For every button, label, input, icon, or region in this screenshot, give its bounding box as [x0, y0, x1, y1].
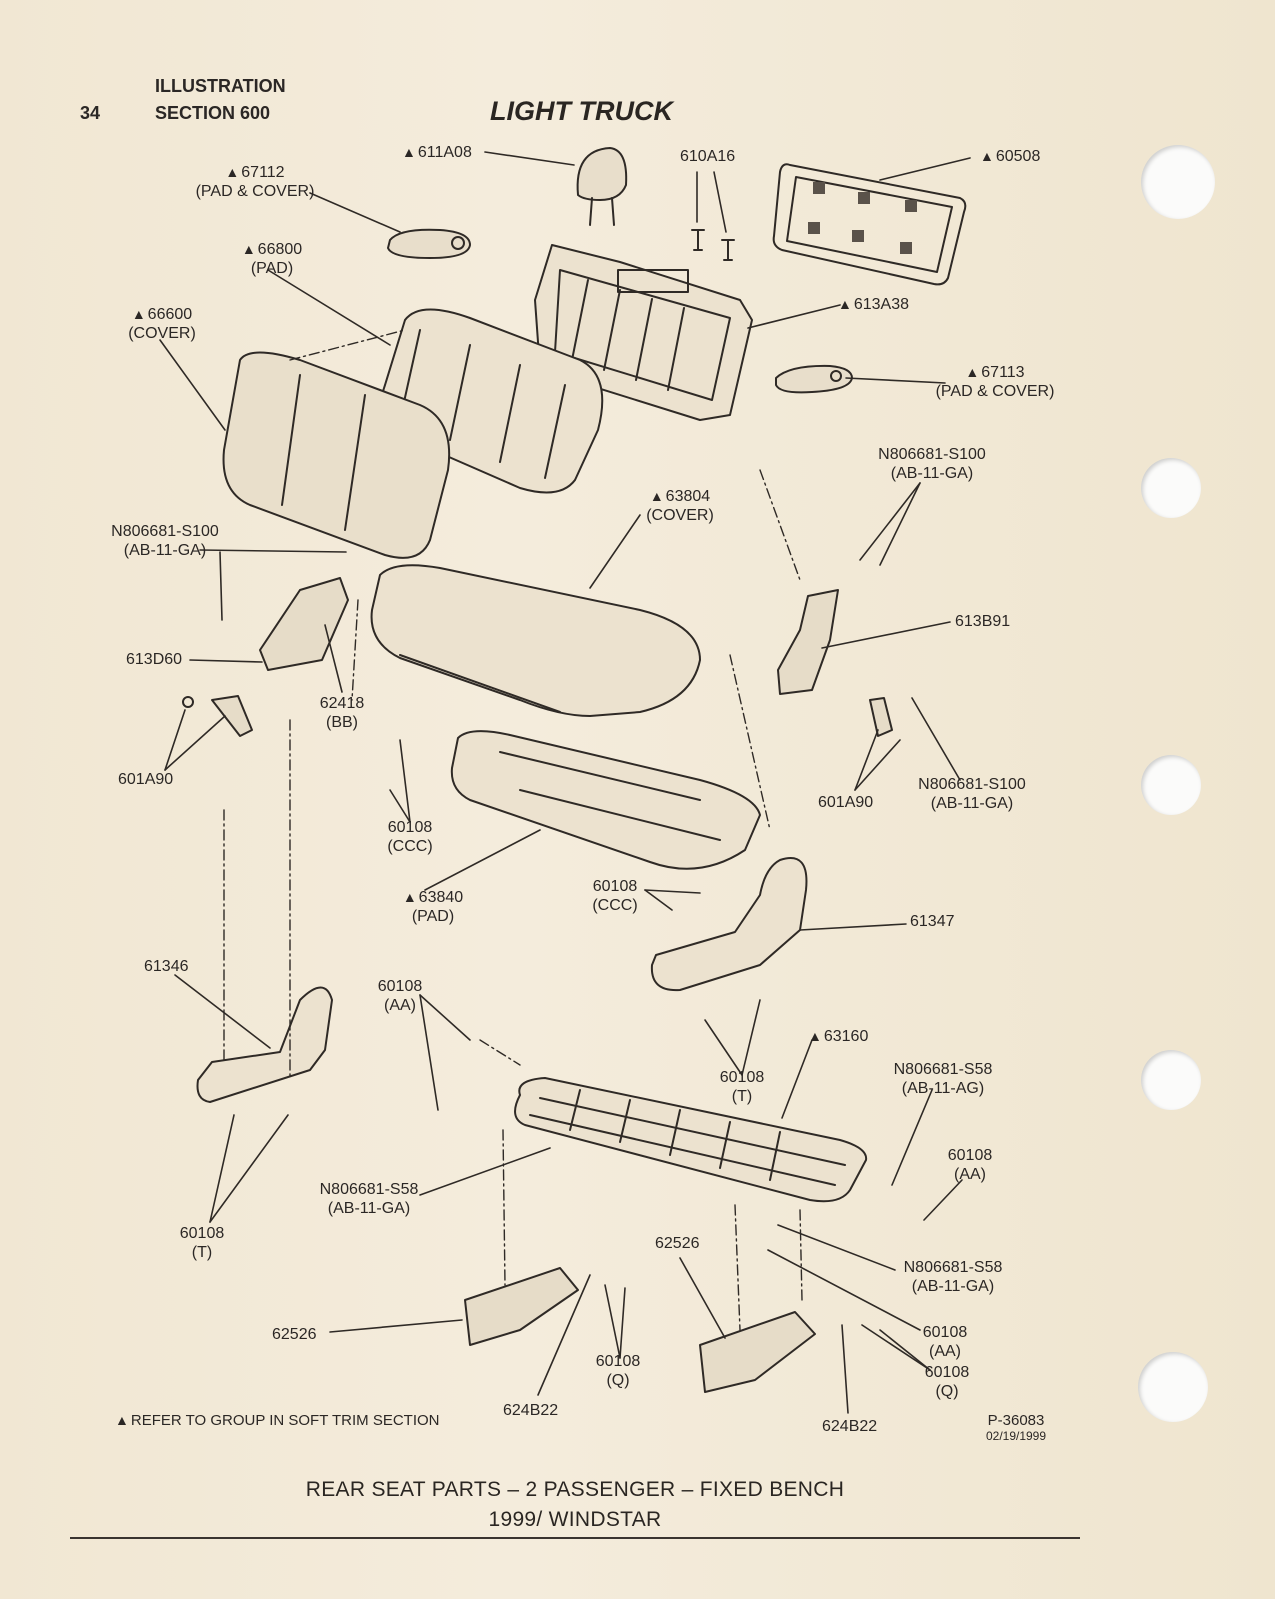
latch-left-part — [182, 695, 253, 737]
soft-trim-footnote: ▲REFER TO GROUP IN SOFT TRIM SECTION — [115, 1412, 440, 1429]
callout-60108-ccc-1: 60108(CCC) — [387, 819, 433, 855]
callout-63160: ▲63160 — [808, 1028, 869, 1045]
page-number: 34 — [80, 103, 101, 123]
soft-trim-triangle-icon: ▲ — [115, 1412, 129, 1428]
callout-N806681-S58-ga-2: N806681-S58(AB-11-GA) — [903, 1259, 1003, 1295]
soft-trim-triangle-icon: ▲ — [980, 148, 994, 164]
side-shield-right-part — [650, 857, 808, 992]
binder-hole-2 — [1141, 458, 1201, 518]
callout-601A90-right: 601A90 — [818, 794, 874, 811]
seat-cushion-pad-part — [450, 730, 761, 870]
callout-66800: ▲66800(PAD) — [241, 241, 303, 277]
callout-61347: 61347 — [910, 913, 955, 930]
side-shield-left-part — [196, 986, 333, 1103]
armrest-left-part — [387, 228, 471, 259]
callout-60108-q-1: 60108(Q) — [595, 1353, 641, 1389]
callout-624B22-left: 624B22 — [503, 1402, 559, 1419]
soft-trim-triangle-icon: ▲ — [225, 164, 240, 180]
callout-67113: ▲67113(PAD & COVER) — [935, 364, 1055, 400]
callout-60108-q-2: 60108(Q) — [924, 1364, 970, 1400]
soft-trim-triangle-icon: ▲ — [241, 241, 256, 257]
callout-67112: ▲67112(PAD & COVER) — [195, 164, 315, 200]
callout-610A16: 610A16 — [680, 148, 736, 165]
binder-hole-3 — [1141, 755, 1201, 815]
soft-trim-triangle-icon: ▲ — [402, 889, 417, 905]
callout-62526-left: 62526 — [272, 1326, 317, 1343]
left-hinge-bracket-part — [259, 577, 349, 671]
binder-hole-1 — [1141, 145, 1215, 219]
callout-601A90-left: 601A90 — [118, 771, 174, 788]
callout-63804: ▲63804(COVER) — [646, 488, 714, 524]
callout-613A38: ▲613A38 — [838, 296, 910, 313]
clip-panel-part — [772, 163, 967, 286]
callout-613B91: 613B91 — [955, 613, 1011, 630]
callout-N806681-S100-lowright: N806681-S100(AB-11-GA) — [918, 776, 1026, 812]
seat-back-cover-part — [222, 351, 451, 559]
binder-hole-5 — [1138, 1352, 1208, 1422]
callout-N806681-S58-ga-1: N806681-S58(AB-11-GA) — [319, 1181, 419, 1217]
caption-rule — [70, 1537, 1080, 1539]
callout-63840: ▲63840(PAD) — [402, 889, 464, 925]
callout-60108-t-2: 60108(T) — [179, 1225, 225, 1261]
soft-trim-triangle-icon: ▲ — [808, 1028, 822, 1044]
callout-60108-ccc-2: 60108(CCC) — [592, 878, 638, 914]
binder-hole-4 — [1141, 1050, 1201, 1110]
armrest-right-part — [775, 364, 853, 394]
soft-trim-triangle-icon: ▲ — [402, 144, 416, 160]
callout-611A08: ▲611A08 — [402, 144, 472, 161]
soft-trim-triangle-icon: ▲ — [131, 306, 146, 322]
callout-624B22-right: 624B22 — [822, 1418, 878, 1435]
seat-cushion-cover-part — [370, 564, 701, 717]
callout-613D60: 613D60 — [126, 651, 183, 668]
seat-frame-part — [514, 1077, 868, 1203]
callout-61346: 61346 — [144, 958, 189, 975]
callout-62418: 62418(BB) — [319, 695, 365, 731]
soft-trim-triangle-icon: ▲ — [965, 364, 980, 380]
section-heading: SECTION 600 — [155, 103, 271, 123]
callout-N806681-S58-ag: N806681-S58(AB-11-AG) — [893, 1061, 993, 1097]
riser-left-part — [464, 1267, 579, 1346]
callout-60108-t-1: 60108(T) — [719, 1069, 765, 1105]
soft-trim-triangle-icon: ▲ — [649, 488, 664, 504]
figure-caption-line2: 1999/ WINDSTAR — [488, 1508, 662, 1531]
right-hinge-bracket-part — [777, 589, 839, 695]
callout-60508: ▲60508 — [980, 148, 1041, 165]
callout-60108-aa-1: 60108(AA) — [377, 978, 423, 1014]
figure-caption-line1: REAR SEAT PARTS – 2 PASSENGER – FIXED BE… — [305, 1478, 845, 1501]
soft-trim-triangle-icon: ▲ — [838, 296, 852, 312]
latch-right-part — [869, 697, 893, 737]
riser-right-part — [699, 1311, 816, 1393]
callout-N806681-S100-right: N806681-S100(AB-11-GA) — [878, 446, 986, 482]
callout-60108-aa-3: 60108(AA) — [922, 1324, 968, 1360]
headrest-part — [576, 147, 628, 226]
screw-pair-part — [691, 229, 735, 261]
callout-66600: ▲66600(COVER) — [128, 306, 196, 342]
callout-62526-top: 62526 — [655, 1235, 700, 1252]
callout-N806681-S100-left: N806681-S100(AB-11-GA) — [111, 523, 219, 559]
illustration-heading: ILLUSTRATION — [155, 76, 286, 96]
page-title: LIGHT TRUCK — [490, 96, 673, 126]
callout-60108-aa-2: 60108(AA) — [947, 1147, 993, 1183]
